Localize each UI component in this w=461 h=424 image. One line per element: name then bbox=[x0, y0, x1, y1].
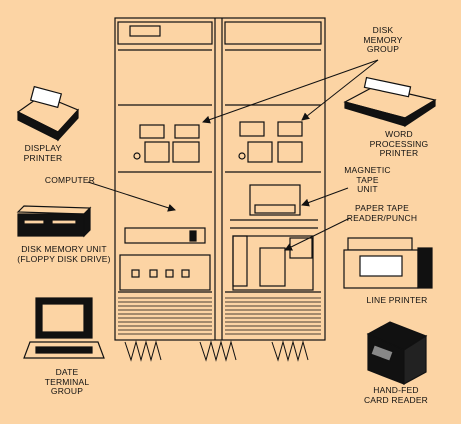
line-printer-icon bbox=[343, 237, 433, 289]
label-line: MEMORY bbox=[363, 34, 403, 45]
label-line: PRINTER bbox=[23, 152, 63, 163]
label-line: TERMINAL bbox=[44, 376, 90, 387]
label-line: GROUP bbox=[366, 44, 400, 54]
mainframe-cabinet bbox=[114, 17, 326, 341]
label-line: GROUP bbox=[50, 386, 84, 396]
vent-grille bbox=[118, 297, 321, 335]
label-line: CARD READER bbox=[363, 394, 429, 405]
label-line: PAPER TAPE bbox=[355, 203, 409, 213]
label-line: UNIT bbox=[357, 184, 378, 194]
display-printer-icon bbox=[16, 85, 80, 142]
label-line: PROCESSING bbox=[369, 138, 429, 149]
label-line-printer: LINE PRINTER bbox=[362, 295, 432, 306]
card-reader-icon bbox=[366, 321, 428, 386]
word-processing-printer-icon bbox=[343, 76, 437, 128]
label-line: (FLOPPY DISK DRIVE) bbox=[17, 253, 111, 264]
label-line: COMPUTER bbox=[44, 175, 96, 185]
label-line: WORD bbox=[385, 129, 413, 139]
label-paper-tape-reader: PAPER TAPE READER/PUNCH bbox=[342, 203, 422, 223]
label-magnetic-tape-unit: MAGNETIC TAPE UNIT bbox=[340, 165, 395, 195]
date-terminal-icon bbox=[23, 297, 105, 359]
label-line: DISK bbox=[372, 25, 394, 35]
label-line: DATE bbox=[55, 367, 79, 377]
label-line: HAND-FED bbox=[373, 385, 419, 395]
label-line: DISK MEMORY UNIT bbox=[21, 244, 107, 254]
label-line: TAPE bbox=[356, 174, 379, 185]
label-line: DISPLAY bbox=[24, 143, 62, 153]
label-disk-memory-unit: DISK MEMORY UNIT (FLOPPY DISK DRIVE) bbox=[14, 244, 114, 264]
label-line: MAGNETIC bbox=[344, 165, 391, 175]
label-line: PRINTER bbox=[379, 148, 419, 158]
label-line: READER/PUNCH bbox=[346, 212, 418, 223]
label-word-processing-printer: WORD PROCESSING PRINTER bbox=[364, 129, 434, 159]
cable-bundles bbox=[124, 340, 309, 362]
label-display-printer: DISPLAY PRINTER bbox=[18, 143, 68, 163]
label-date-terminal-group: DATE TERMINAL GROUP bbox=[42, 367, 92, 397]
pointer-arrows bbox=[87, 59, 379, 251]
label-line: LINE PRINTER bbox=[366, 295, 428, 305]
floppy-disk-drive-icon bbox=[16, 205, 92, 238]
label-disk-memory-group: DISK MEMORY GROUP bbox=[363, 25, 403, 55]
label-computer: COMPUTER bbox=[40, 175, 100, 186]
label-card-reader: HAND-FED CARD READER bbox=[360, 385, 432, 405]
